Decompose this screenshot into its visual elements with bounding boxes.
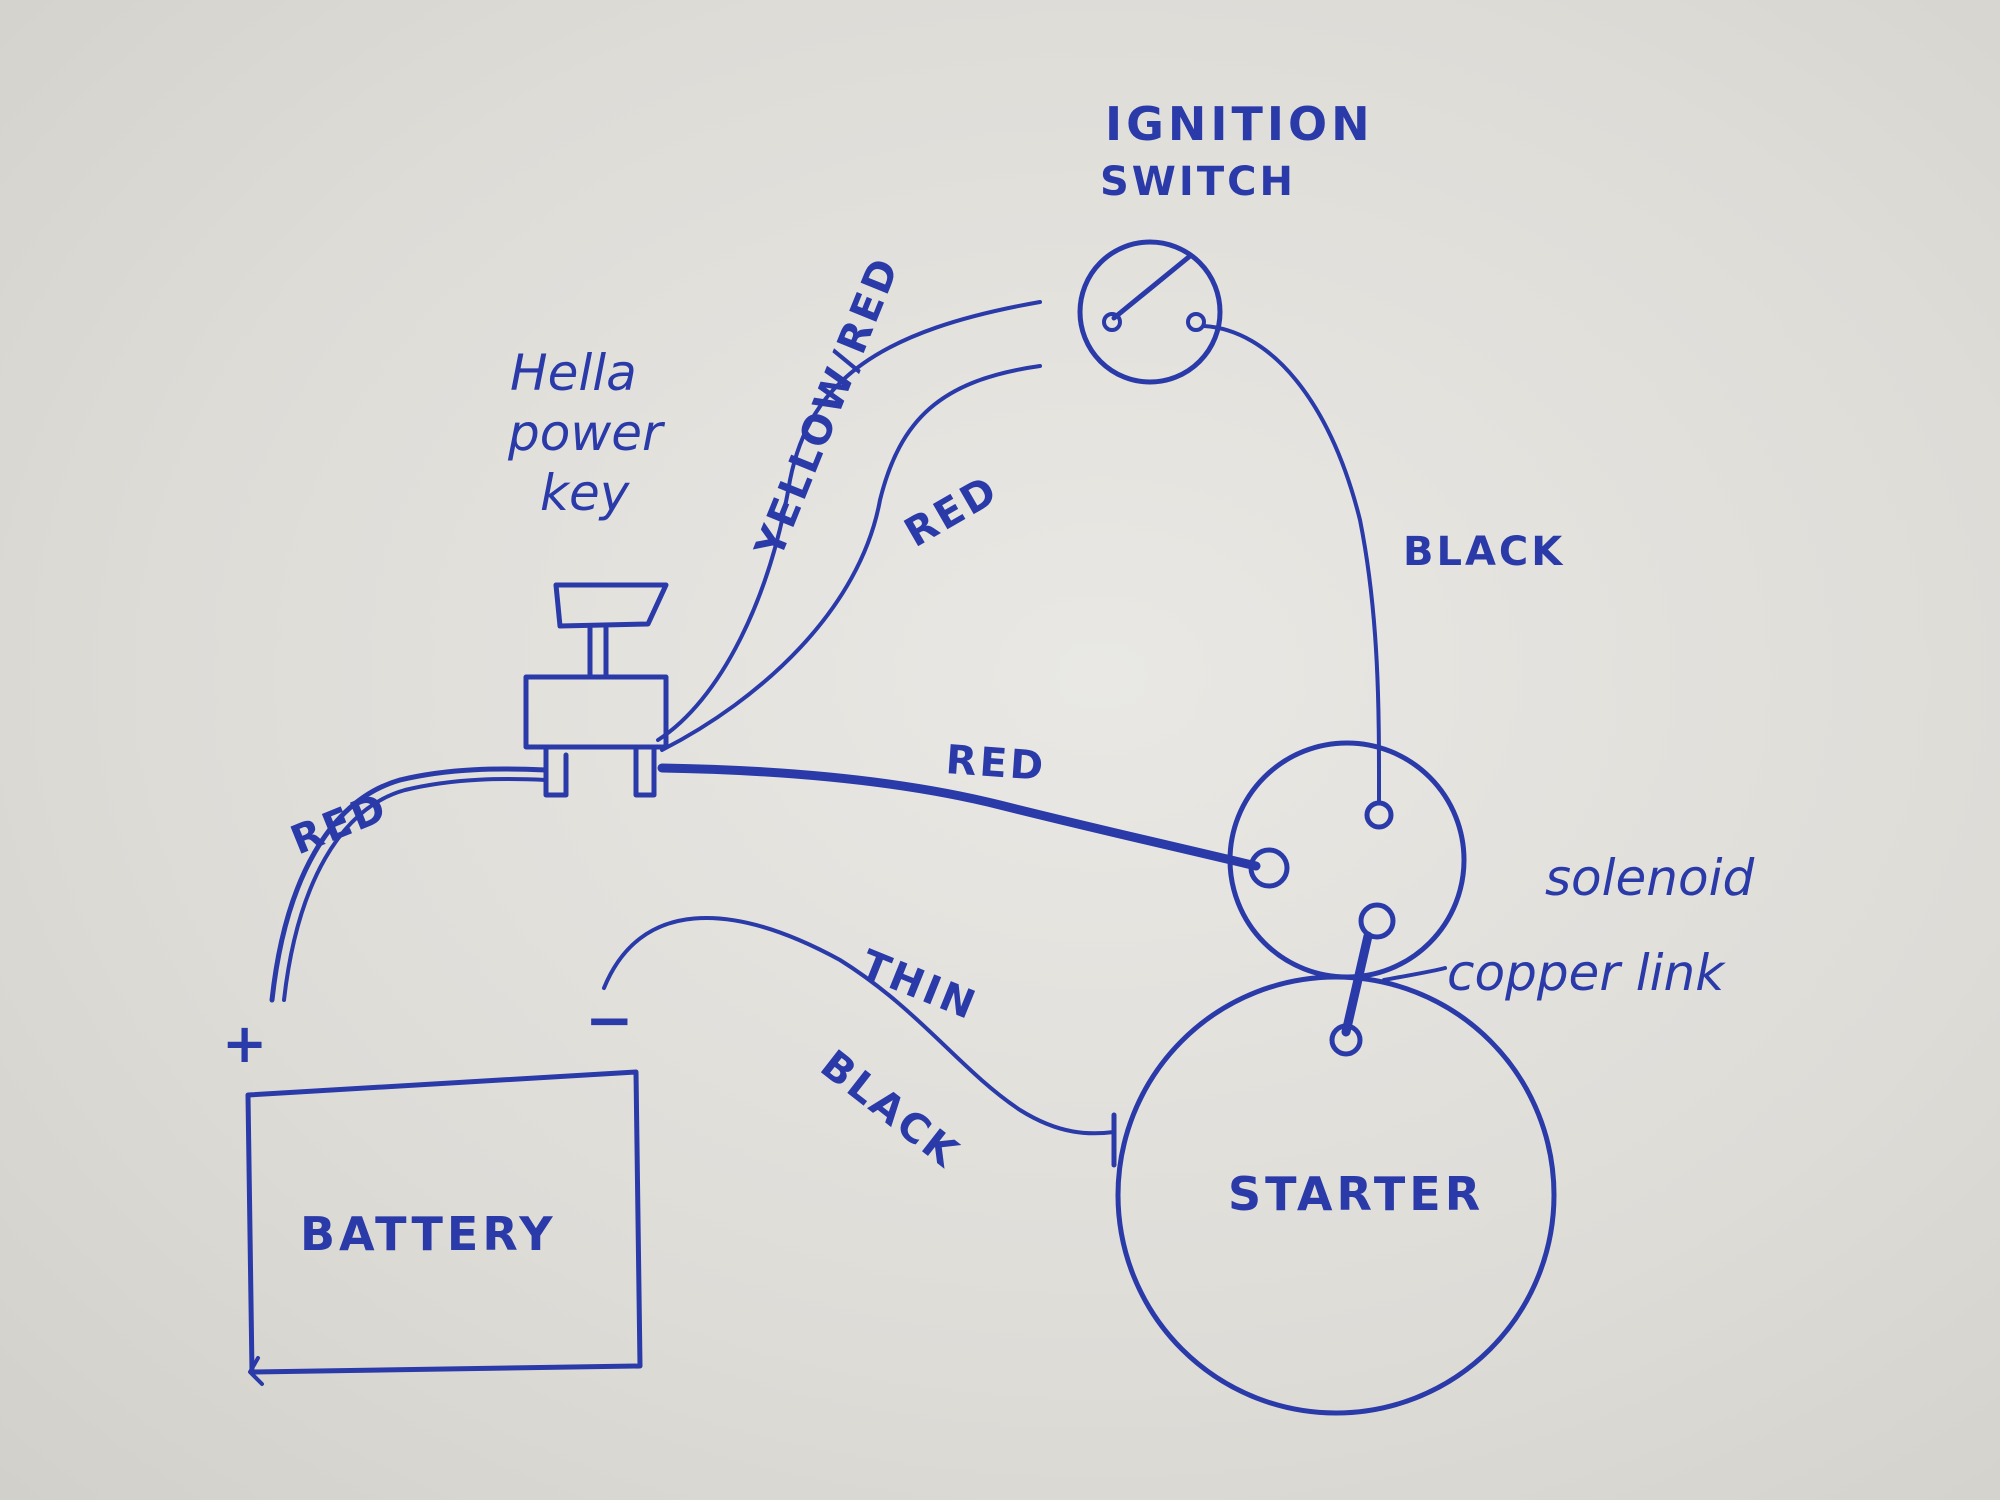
wire-label-thin: THIN: [854, 942, 984, 1030]
solenoid-label: solenoid: [1545, 849, 1754, 907]
wire-ignition-to-solenoid: BLACK: [1202, 324, 1565, 805]
battery: BATTERY + −: [222, 986, 643, 1386]
power-key-body: [523, 674, 669, 750]
power-key-stem: [587, 625, 609, 678]
ignition-switch-label-line1: IGNITION: [1105, 97, 1374, 151]
wire-label-red-2: RED: [897, 467, 1007, 557]
wire-label-red-3: RED: [944, 737, 1047, 790]
ignition-switch-blade: [1111, 253, 1193, 321]
wire-battery-to-starter: THIN BLACK: [602, 916, 1116, 1178]
ignition-switch-body: [1077, 239, 1223, 385]
wire-path: [657, 763, 1261, 871]
wire-label-yellow-red: YELLOW/RED: [746, 250, 909, 565]
power-key: Hella power key: [507, 344, 669, 798]
starter-body: [1115, 974, 1557, 1416]
solenoid-terminal-ignition: [1364, 800, 1394, 830]
copper-link: copper link: [1329, 931, 1726, 1057]
wire-label-black-thin: BLACK: [812, 1042, 968, 1178]
ignition-switch: IGNITION SWITCH: [1077, 97, 1374, 385]
power-key-terminal-left: [543, 744, 569, 798]
ignition-switch-terminal-right: [1186, 312, 1206, 332]
solenoid-terminal-starter: [1358, 902, 1396, 940]
wire-powerkey-to-ignition-b: RED: [660, 364, 1042, 752]
battery-body: [245, 1069, 643, 1375]
wire-path-inner: [282, 777, 548, 1002]
ignition-switch-label-line2: SWITCH: [1100, 159, 1296, 205]
wire-label-black: BLACK: [1403, 529, 1565, 575]
power-key-label-line3: key: [540, 464, 631, 522]
wire-path: [660, 364, 1042, 752]
starter-label: STARTER: [1228, 1167, 1484, 1221]
power-key-label-line2: power: [507, 404, 666, 462]
starter-terminal: [1329, 1023, 1363, 1057]
copper-link-leader: [1382, 966, 1447, 982]
battery-positive-label: +: [222, 1012, 267, 1075]
power-key-terminal-right: [633, 744, 657, 798]
starter: STARTER: [1111, 974, 1557, 1416]
solenoid-body: [1227, 740, 1467, 980]
battery-label: BATTERY: [300, 1207, 557, 1261]
wire-battery-to-powerkey: RED: [269, 766, 549, 1003]
power-key-handle: [553, 582, 669, 629]
ignition-switch-terminal-left: [1102, 312, 1122, 332]
wire-powerkey-to-solenoid: RED: [657, 737, 1261, 871]
battery-negative-label: −: [585, 986, 634, 1054]
power-key-label-line1: Hella: [510, 344, 637, 402]
wire-path-outer: [269, 766, 549, 1003]
wire-path: [1202, 324, 1382, 805]
battery-corner-mark: [248, 1356, 264, 1386]
copper-link-bar: [1341, 931, 1373, 1037]
solenoid: solenoid: [1227, 740, 1754, 980]
wire-path: [602, 916, 1116, 1136]
wire-path: [656, 300, 1042, 742]
wire-label-red-1: RED: [285, 784, 395, 864]
copper-link-label: copper link: [1447, 944, 1726, 1002]
